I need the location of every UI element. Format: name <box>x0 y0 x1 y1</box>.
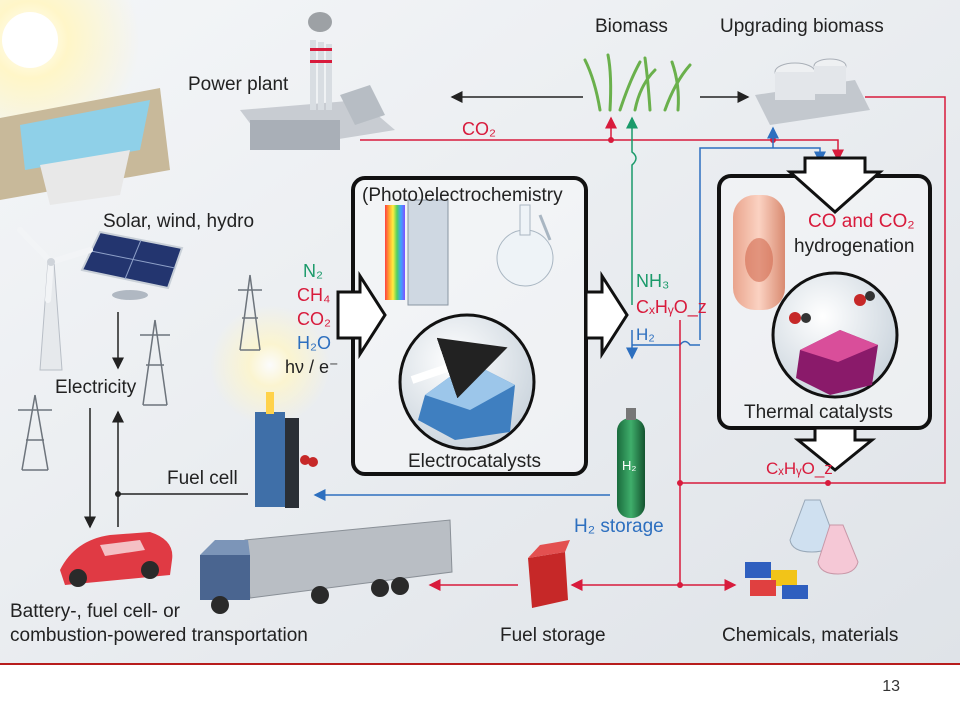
chemicals-materials-label: Chemicals, materials <box>722 625 898 646</box>
hydrogenation-label: hydrogenation <box>794 236 914 257</box>
electrode-icon <box>407 199 449 306</box>
slide-divider <box>0 663 960 665</box>
electrocatalyst-nanoparticle-icon <box>410 337 515 440</box>
flask-icon <box>496 204 554 287</box>
thermal-output-arrow <box>793 426 877 472</box>
wind-turbine-icon <box>17 227 93 371</box>
co-co2-label: CO and CO₂ <box>808 211 915 232</box>
cxhyoz-bottom-label: CₓHᵧO_z <box>766 459 833 478</box>
transport-label-line2: combustion-powered transportation <box>10 625 308 646</box>
tank-label: H₂ <box>622 458 636 473</box>
input-light-electrons: hν / e⁻ <box>285 357 339 377</box>
energy-conversion-diagram: Power plant Biomass Upgrading biomass CO… <box>0 0 960 663</box>
truck-icon <box>200 519 453 614</box>
fuel-cell-icon <box>255 392 318 508</box>
upgrading-biomass-return-line <box>828 96 946 484</box>
fuel-storage-label: Fuel storage <box>500 625 606 646</box>
input-ch4: CH₄ <box>297 285 330 305</box>
h2-storage-label: H₂ storage <box>574 516 664 537</box>
solar-panel-icon <box>80 230 184 300</box>
upgrading-biomass-label: Upgrading biomass <box>720 16 884 37</box>
fuel-cell-label: Fuel cell <box>167 468 238 489</box>
chemicals-icon <box>745 499 859 599</box>
output-h2: H₂ <box>636 325 655 344</box>
light-spectrum-icon <box>385 205 405 300</box>
biomass-grass-icon <box>583 53 692 112</box>
hydrogen-tank-icon <box>617 408 645 518</box>
input-n2: N₂ <box>303 261 323 281</box>
power-plant-label: Power plant <box>188 74 289 95</box>
input-h2o: H₂O <box>297 333 331 353</box>
fuel-cell-glow <box>210 305 330 425</box>
input-arrow <box>336 270 387 360</box>
biomass-refinery-icon <box>755 58 870 125</box>
electricity-label: Electricity <box>55 377 137 398</box>
fuel-can-icon <box>528 540 570 608</box>
sports-car-icon <box>60 532 173 587</box>
transport-label-line1: Battery-, fuel cell- or <box>10 601 181 622</box>
biomass-label: Biomass <box>595 16 668 37</box>
page-number: 13 <box>882 678 900 695</box>
thermal-input-arrow <box>786 156 884 215</box>
co2-top-label: CO₂ <box>462 119 496 139</box>
thermal-catalyst-particle-icon <box>789 291 878 395</box>
power-plant-icon <box>240 12 395 150</box>
output-nh3: NH₃ <box>636 271 669 291</box>
output-cxhyoz: CₓHᵧO_z <box>636 297 707 318</box>
nh3-to-biomass-line <box>626 116 638 305</box>
reactor-vessel-icon <box>733 195 785 310</box>
solar-wind-hydro-label: Solar, wind, hydro <box>103 211 254 232</box>
photoelectrochemistry-label: (Photo)electrochemistry <box>362 185 563 206</box>
output-arrow <box>584 270 629 360</box>
sun-icon <box>2 12 58 68</box>
co2-line <box>360 139 844 162</box>
thermal-catalysts-label: Thermal catalysts <box>744 402 893 423</box>
power-pylon-icons <box>18 274 262 471</box>
h2-to-thermal-line <box>699 147 826 340</box>
input-co2: CO₂ <box>297 309 331 329</box>
electrocatalysts-label: Electrocatalysts <box>408 451 541 472</box>
hydro-dam-icon <box>0 88 170 205</box>
